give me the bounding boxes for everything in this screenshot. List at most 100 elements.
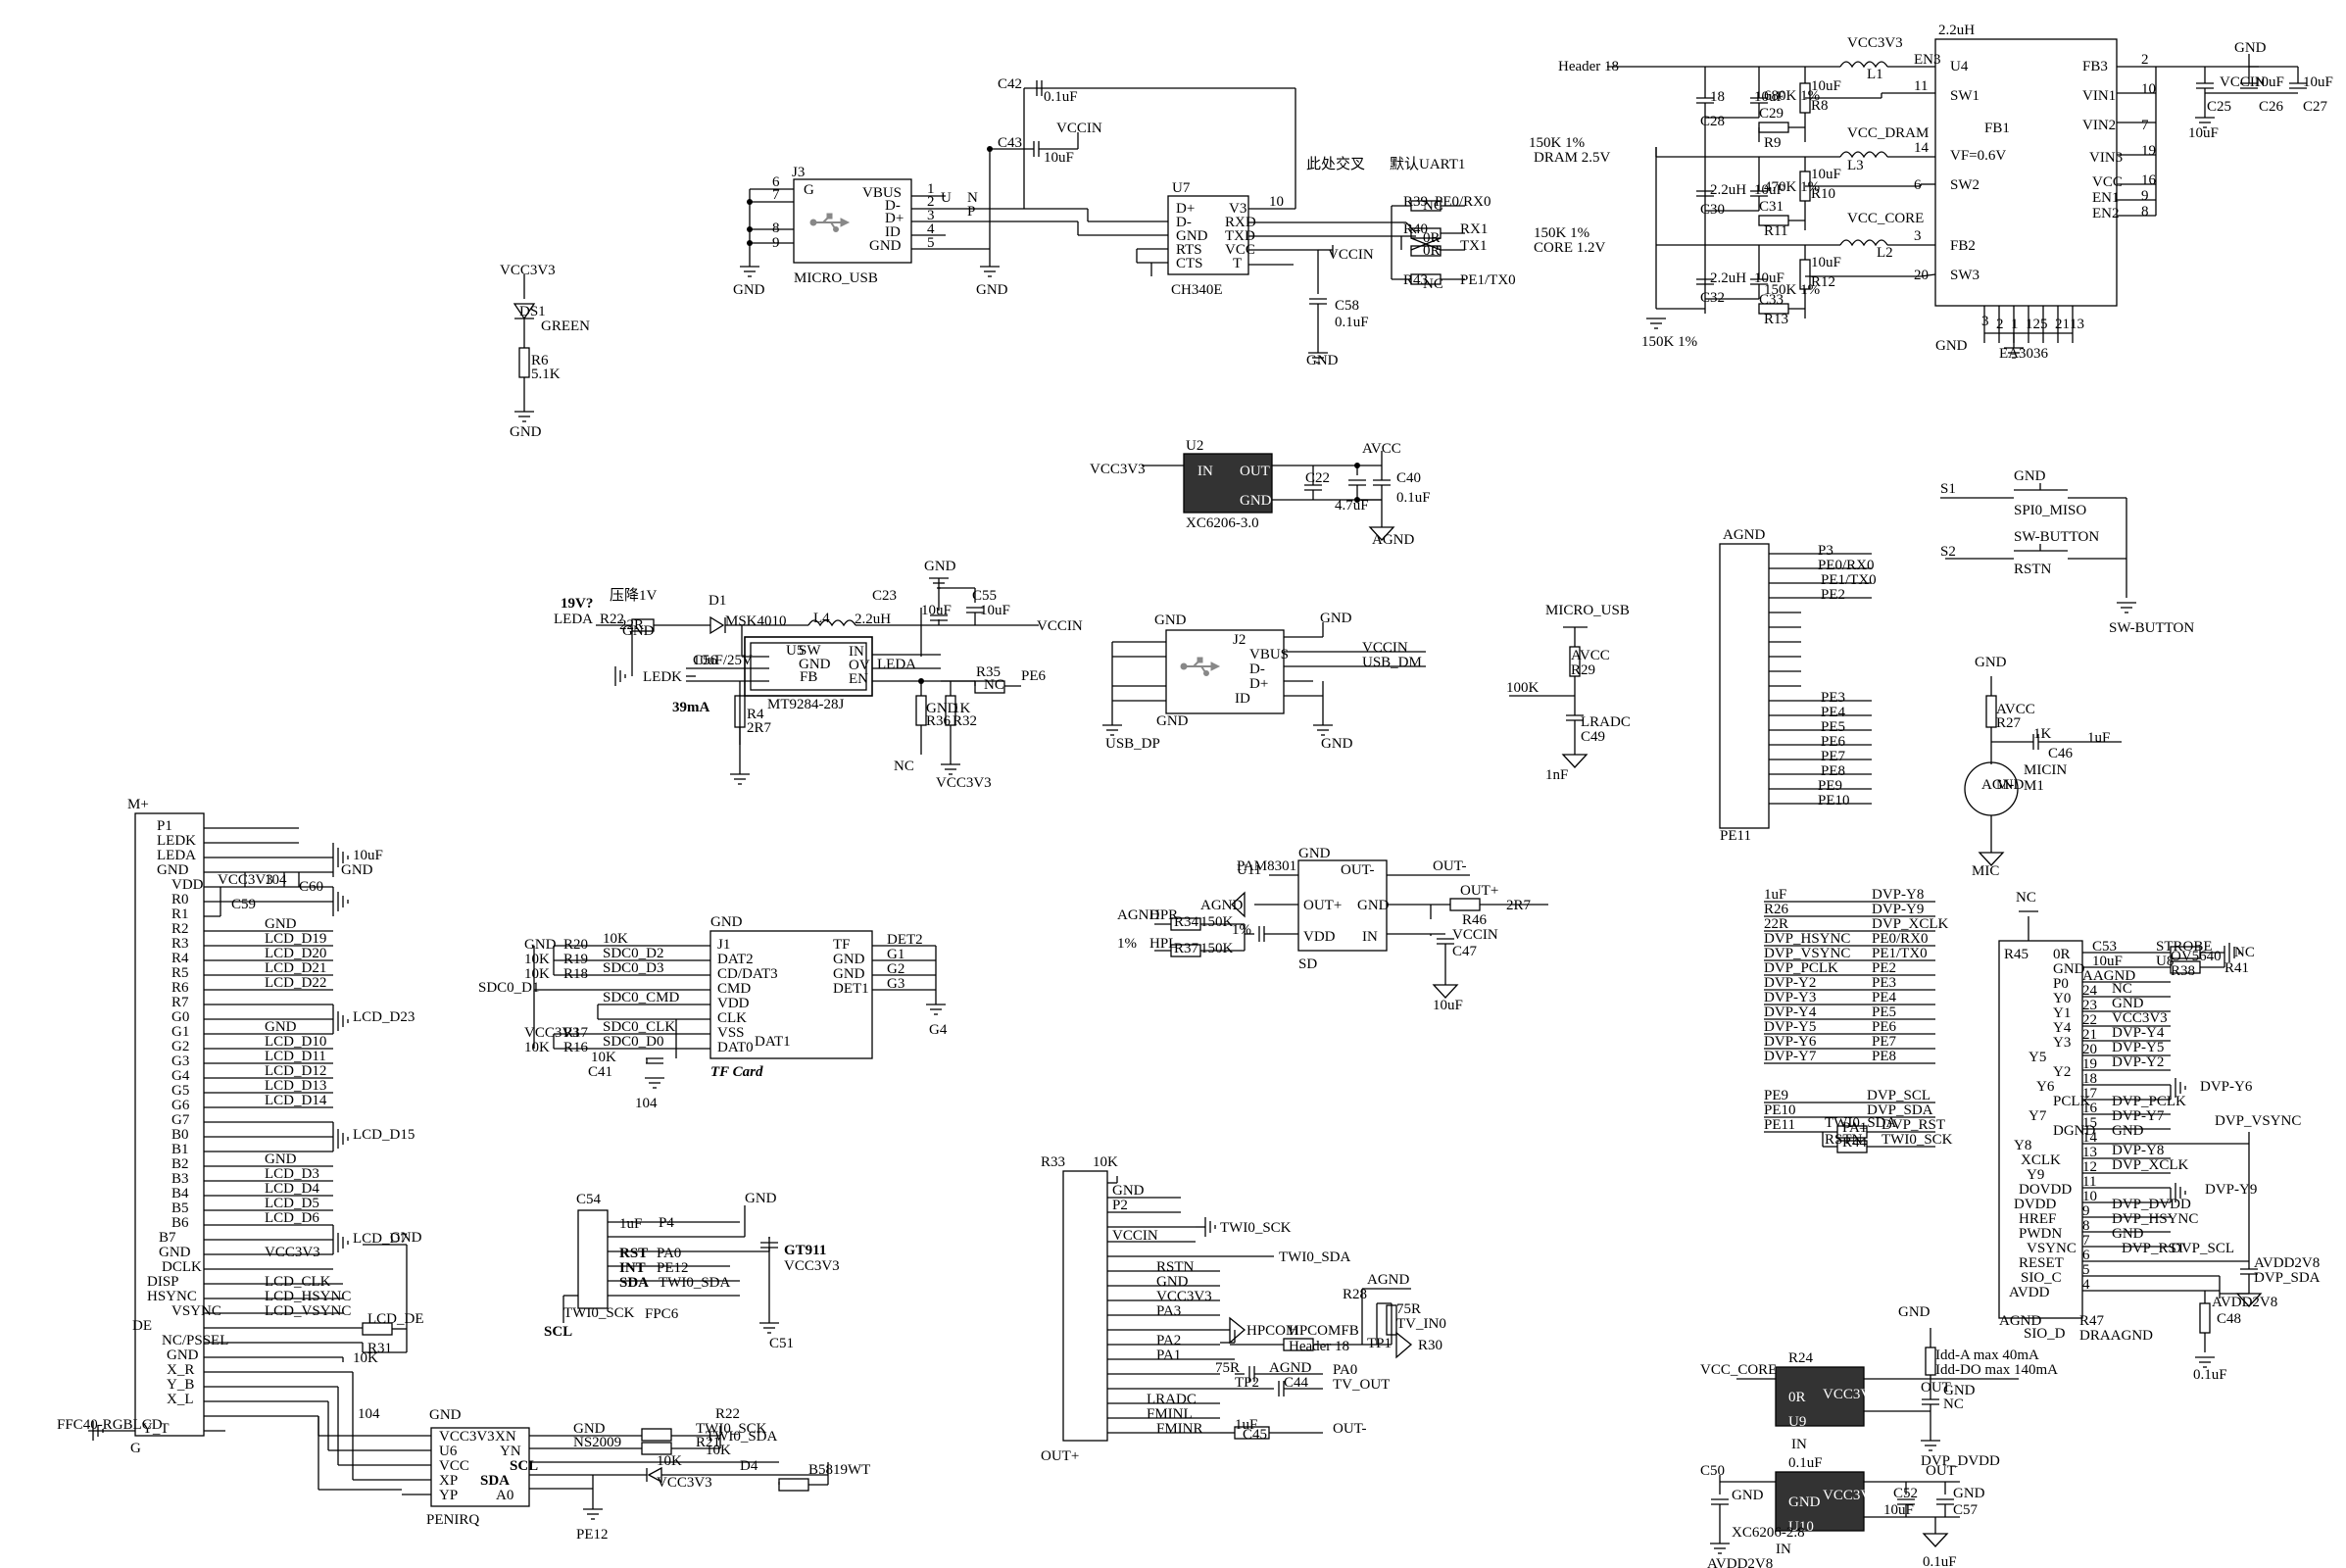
label-579: GND [1953,1486,1985,1501]
label-419: 10K [657,1453,682,1469]
label-531: DVP-Y4 [2112,1025,2165,1041]
label-342: VDD [717,996,750,1011]
label-114: VCC3V3 [936,775,992,791]
label-43: NC [1423,198,1443,214]
label-101: LEDA [877,657,916,672]
label-267: B5 [171,1200,189,1216]
label-193: 10uF [1754,182,1784,198]
label-415: TWI0_SDA [706,1429,777,1445]
amplifier-u11 [1154,859,1548,999]
label-536: DVP-Y7 [2112,1108,2165,1124]
label-99: 10uF/25V [693,653,753,668]
label-104: PE6 [1021,668,1047,684]
label-522: STROBE [2156,939,2213,955]
label-572: IN [1776,1542,1791,1557]
label-73: 0.1uF [1396,490,1431,506]
label-448: R28 [1343,1287,1367,1302]
label-514: HREF [2019,1211,2056,1227]
label-313: LCD_VSYNC [265,1303,351,1319]
label-110: R36 [926,713,952,729]
label-291: LCD_D19 [265,931,326,947]
label-0: C42 [998,76,1022,92]
label-89: GND [924,559,956,574]
label-427: P2 [1112,1198,1128,1213]
label-56: GND [1306,353,1339,368]
label-368: R46 [1462,912,1488,928]
label-10: GND [869,238,902,254]
label-299: LCD_D12 [265,1063,326,1079]
label-529: GND [2112,996,2144,1011]
label-480: PE6 [1872,1019,1897,1035]
label-403: VCC [439,1458,469,1474]
label-498: P0 [2053,976,2069,992]
label-389: PE12 [657,1260,689,1276]
label-241: P1 [157,818,172,834]
label-332: 10K [524,1040,550,1055]
label-259: G5 [171,1083,189,1099]
label-593: 16 [2082,1101,2098,1116]
label-550: C48 [2217,1311,2241,1327]
label-119: D+ [1249,676,1268,692]
label-136: PE0/RX0 [1818,558,1875,573]
label-348: TF [833,937,851,953]
label-358: U11 [1237,862,1261,878]
label-192: C30 [1700,202,1725,218]
label-228: SW-BUTTON [2109,620,2194,636]
label-40: 此处交叉 [1306,155,1365,172]
label-218: C26 [2259,99,2284,115]
label-30: GND [1176,228,1208,244]
label-209: 150K 1% [1764,282,1820,298]
label-45: R40 [1403,221,1428,237]
label-436: PA1 [1156,1348,1181,1363]
label-304: LCD_D3 [265,1166,319,1182]
label-92: SW [799,643,821,659]
label-137: PE1/TX0 [1821,572,1877,588]
label-404: XP [439,1473,458,1489]
label-554: GND [1898,1304,1931,1320]
regulator-u2 [1142,451,1394,541]
label-394: FPC6 [645,1306,679,1322]
label-281: Y_T [142,1421,170,1437]
label-327: SDC0_CLK [603,1019,675,1035]
label-141: PE5 [1821,719,1845,735]
label-317: GND [524,937,557,953]
label-212: GND [1935,338,1968,354]
label-190: L3 [1847,158,1864,173]
label-125: GND [1321,736,1353,752]
label-160: VIN1 [2082,88,2116,104]
label-297: LCD_D10 [265,1034,326,1050]
label-182: C29 [1759,106,1784,122]
label-168: 14 [1914,140,1930,156]
label-370: VCCIN [1452,927,1498,943]
label-15: 1 [927,181,935,197]
label-237: MIC [1972,863,1999,879]
label-287: 104 [265,872,287,888]
label-44: PE0/RX0 [1435,194,1491,210]
label-18: 4 [927,221,935,237]
label-33: V3 [1229,201,1246,217]
label-575: XC6206-2.8 [1732,1525,1805,1541]
label-169: 6 [1914,177,1922,193]
label-232: 1K [2033,726,2052,742]
label-3: 10uF [1044,150,1074,166]
label-545: DVP_RST [2122,1241,2185,1256]
label-298: LCD_D11 [265,1049,326,1064]
label-360: OUT+ [1303,898,1342,913]
label-150: L1 [1867,67,1883,82]
label-269: B7 [159,1230,176,1246]
label-600: 9 [2082,1203,2090,1219]
label-272: DISP [147,1274,179,1290]
touch-connector-p4 [562,1205,780,1334]
label-383: C54 [576,1192,602,1207]
label-149: VCC3V3 [1847,35,1903,51]
label-266: B4 [171,1186,189,1201]
label-491: PA1 [1842,1120,1867,1136]
label-72: C40 [1396,470,1421,486]
label-227: RSTN [2014,562,2052,577]
label-37: T [1233,256,1242,271]
label-41: 默认UART1 [1390,156,1465,172]
label-186: R9 [1764,135,1782,151]
label-353: G1 [887,947,904,962]
label-497: GND [2053,961,2085,977]
label-505: Y6 [2036,1079,2055,1095]
